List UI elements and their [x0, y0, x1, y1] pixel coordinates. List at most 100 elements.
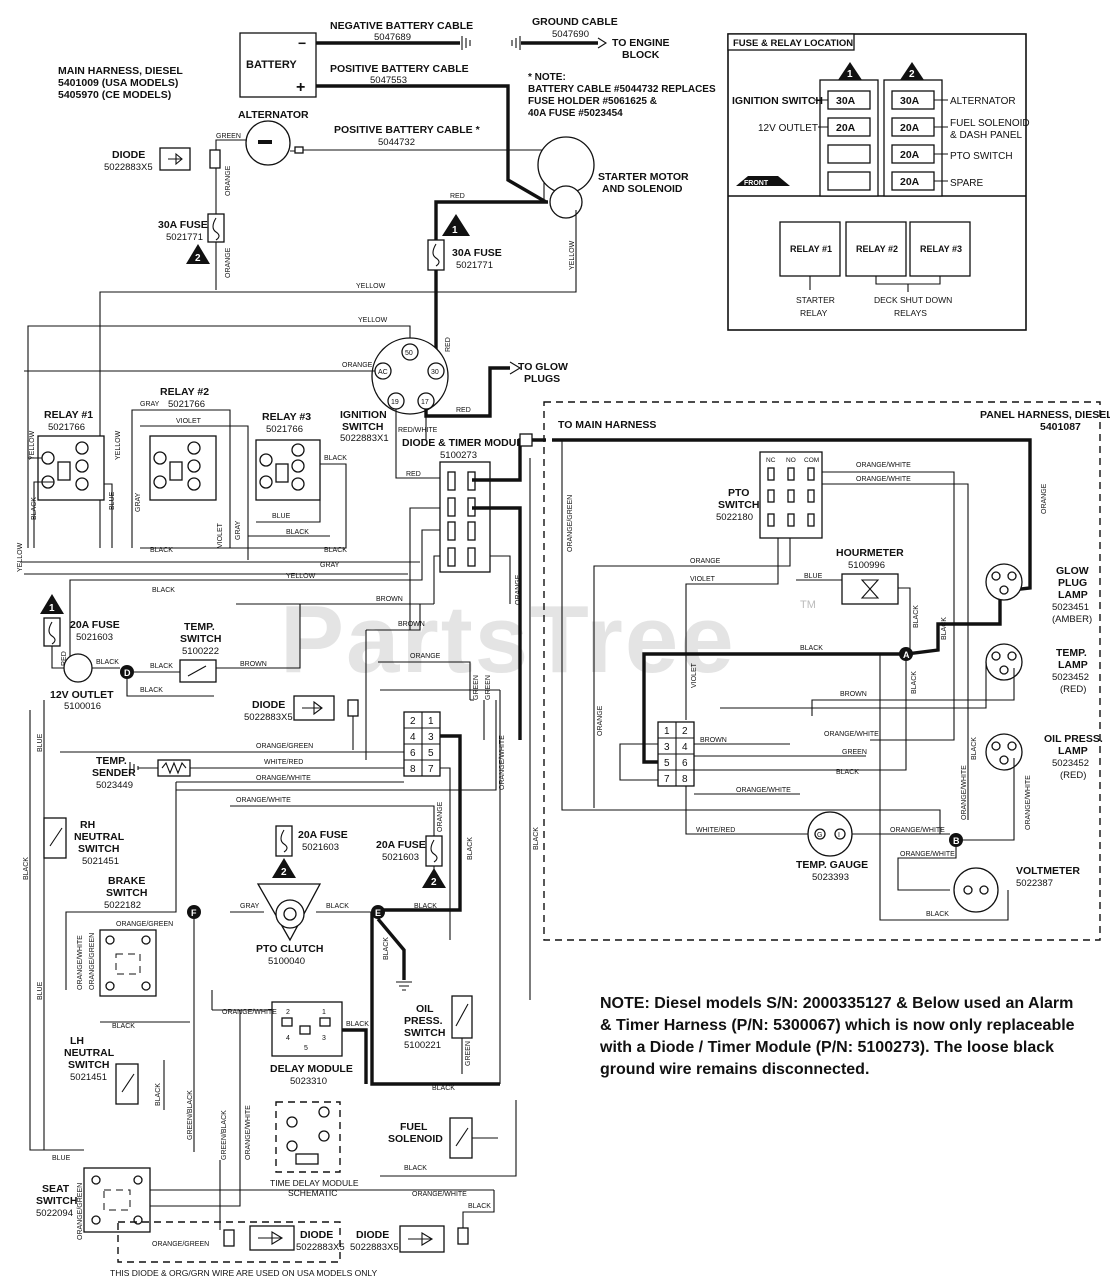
relay-2-label: RELAY #2 [160, 386, 209, 398]
wire-label-black-24: BLACK [941, 617, 948, 640]
timer-label: DIODE & TIMER MODULE [402, 437, 530, 449]
relay-1-term-86 [41, 451, 55, 465]
wire-label-red-5: RED [61, 651, 68, 666]
violet-wire [140, 425, 249, 560]
note-bottom-4: ground wire remains disconnected. [600, 1061, 869, 1078]
wire-label-orange-3: ORANGE [342, 362, 373, 369]
panel-pin-7: 7 [664, 774, 670, 785]
temp-gauge-term-g [814, 828, 826, 840]
brown-orange-drop [365, 604, 421, 760]
delay-label: DELAY MODULE [270, 1063, 353, 1075]
wire-label-brown-4: BROWN [840, 691, 867, 698]
ign-term-19-label: 19 [391, 399, 399, 406]
wire-label-brown-3: BROWN [398, 621, 425, 628]
relay-3-blue [256, 500, 321, 523]
wire-label-black-9: BLACK [140, 687, 163, 694]
wire-label-black-17: BLACK [346, 1021, 369, 1028]
diode-2-pn: 5022883X5 [244, 712, 293, 723]
brake-internal [115, 953, 141, 975]
wire-label-green-2: GREEN [473, 675, 480, 700]
relay-1-coil [57, 461, 71, 481]
glow-arrow [509, 361, 522, 375]
oil-press-label-3: SWITCH [404, 1027, 445, 1039]
relay-1-pn: 5021766 [48, 422, 85, 433]
relay-3-term-86 [259, 453, 273, 467]
hourmeter-black [898, 587, 911, 650]
outlet-red [51, 646, 64, 669]
wire-label-yellow-7: YELLOW [17, 542, 24, 572]
relay-3-coil [275, 463, 289, 483]
oil-lamp-pin-1 [991, 741, 1001, 751]
hourmeter-label: HOURMETER [836, 547, 904, 559]
node-e-ground-wire [376, 917, 406, 980]
wire-label-orange-8: ORANGE [690, 558, 721, 565]
callout-1-a [442, 214, 470, 236]
pto-term-nc: NC [766, 457, 776, 464]
pto-switch-label-2: SWITCH [718, 499, 759, 511]
brake-label: BRAKE [108, 875, 145, 887]
trademark: TM [800, 599, 816, 611]
wire-label-violet-1: VIOLET [176, 418, 202, 425]
wire-label-ow-8: ORANGE/WHITE [856, 462, 911, 469]
delay-term-1: 1 [322, 1009, 326, 1016]
temp-lamp-pin-2 [1007, 651, 1017, 661]
glow-lamp-pn: 5023451 [1052, 602, 1089, 613]
wire-label-blue-5: BLUE [52, 1155, 71, 1162]
wire-label-red-1: RED [450, 193, 465, 200]
wire-label-black-14: BLACK [326, 903, 349, 910]
delay-pin-2 [281, 1017, 293, 1027]
red-19-wire [395, 409, 440, 479]
temp-switch-brown [216, 604, 301, 669]
time-delay-schematic [275, 1101, 341, 1173]
relay-slot-3-label: RELAY #3 [920, 244, 962, 254]
relay-leaders [809, 276, 941, 292]
wire-label-red-white: RED/WHITE [398, 427, 438, 434]
alternator-label: ALTERNATOR [238, 109, 309, 121]
relay-1-wires [27, 440, 54, 548]
wire-label-green-3: GREEN [485, 675, 492, 700]
wire-label-black-18: BLACK [432, 1085, 455, 1092]
panel-connector [657, 721, 695, 787]
conn-pin7 [440, 767, 451, 940]
note-bottom-2: & Timer Harness (P/N: 5300067) which is … [600, 1017, 1075, 1034]
wire-label-black-23: BLACK [800, 645, 823, 652]
timer-black-wire [69, 529, 440, 660]
wire-label-gray-2: GRAY [135, 492, 142, 512]
relay-2-gray [131, 409, 231, 548]
wire-label-blue-4: BLUE [37, 981, 44, 1000]
fuel-solenoid-label-2: SOLENOID [388, 1133, 443, 1145]
ground-arrow [597, 37, 608, 49]
diode-1-symbol [168, 152, 183, 166]
delay-pin-5 [299, 1025, 311, 1035]
rh-neutral-pn: 5021451 [82, 856, 119, 867]
node-e-label: E [375, 908, 381, 918]
seat-label-2: SWITCH [36, 1195, 77, 1207]
relay-slot-2-label: RELAY #2 [856, 244, 898, 254]
conn-green-wires [176, 699, 497, 791]
temp-gauge-i-label: I [838, 832, 840, 839]
node-d [120, 665, 134, 679]
voltmeter-pn: 5022387 [1016, 878, 1053, 889]
wire-label-orange-9: ORANGE [597, 705, 604, 736]
panel-pin-1: 1 [664, 726, 670, 737]
temp-sender-label: TEMP. [96, 755, 127, 767]
glow-lamp-label-2: PLUG [1058, 577, 1087, 589]
fuse-slot-spare-value: 20A [900, 176, 920, 188]
delay-ow [211, 990, 272, 1011]
relay-2-term-87a [187, 441, 201, 455]
temp-switch-label: TEMP. [184, 621, 215, 633]
temp-gauge-g-label: G [817, 832, 822, 839]
node-e-black-thick [370, 912, 500, 1086]
wire-label-black-25: BLACK [911, 671, 918, 694]
wire-label-ow-1: ORANGE/WHITE [499, 735, 506, 790]
pto-orange [593, 538, 791, 808]
temp-switch-pn: 5100222 [182, 646, 219, 657]
fuse-label-alternator: ALTERNATOR [950, 96, 1016, 107]
panel-pin-8: 8 [682, 774, 688, 785]
conn-pin-8: 8 [410, 764, 416, 775]
battery-pos: + [296, 79, 305, 96]
wire-label-gray-4: GRAY [320, 562, 340, 569]
relay-slot-3 [909, 221, 971, 277]
node-b-ow [897, 847, 957, 891]
